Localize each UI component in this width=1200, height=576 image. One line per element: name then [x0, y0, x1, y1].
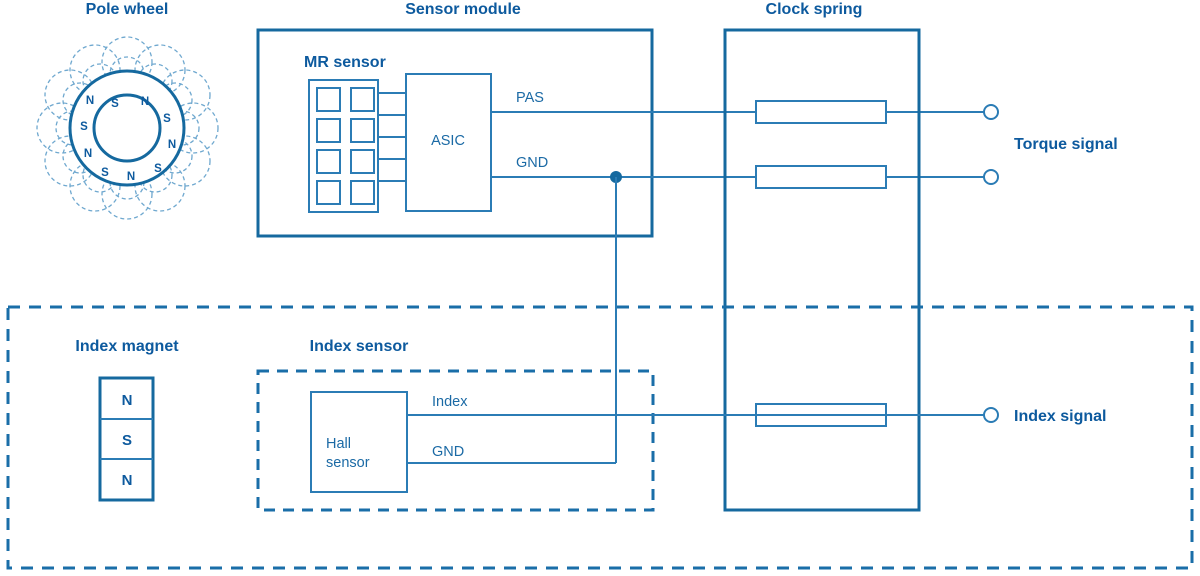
terminal-torque-pas[interactable] [983, 104, 999, 120]
terminal-torque-gnd[interactable] [983, 169, 999, 185]
mr-element-1-1 [316, 87, 341, 112]
index-magnet-segment-label: N [122, 392, 133, 409]
index-magnet-body [98, 376, 155, 502]
pole-wheel-graphic: S N S N S N S N S N [36, 36, 219, 220]
index-magnet-segment-label: N [122, 472, 133, 489]
heading-index-sensor: Index sensor [310, 338, 409, 355]
mr-element-3-1 [316, 149, 341, 174]
mr-element-2-2 [350, 118, 375, 143]
heading-sensor-module: Sensor module [405, 1, 521, 18]
pole-letter: S [163, 113, 171, 125]
sensor-module-box [256, 28, 654, 238]
label-index-signal: Index signal [1014, 408, 1106, 425]
mr-element-3-2 [350, 149, 375, 174]
mr-element-1-2 [350, 87, 375, 112]
label-gnd-top: GND [516, 155, 548, 171]
clock-spring-box [723, 28, 921, 512]
label-asic: ASIC [431, 133, 465, 149]
label-torque-signal: Torque signal [1014, 136, 1118, 153]
pole-letter: N [127, 171, 135, 183]
clock-spring-coil-pas [755, 100, 887, 124]
label-gnd-bottom: GND [432, 444, 464, 460]
pole-letter: S [154, 163, 162, 175]
mr-element-2-1 [316, 118, 341, 143]
terminal-index[interactable] [983, 407, 999, 423]
pole-wheel-inner-ring [92, 93, 162, 163]
asic-box [405, 73, 492, 212]
label-index: Index [432, 394, 468, 410]
label-pas: PAS [516, 90, 544, 106]
label-hall-sensor-line2: sensor [326, 455, 370, 471]
pole-letter: S [111, 98, 119, 110]
pole-letter: N [86, 95, 94, 107]
hall-sensor-box [310, 391, 408, 493]
index-sensor-box [256, 369, 655, 512]
heading-clock-spring: Clock spring [766, 1, 863, 18]
pole-letter: S [101, 167, 109, 179]
pole-letter: N [84, 148, 92, 160]
clock-spring-coil-gnd [755, 165, 887, 189]
index-magnet-graphic: N S N [98, 376, 155, 502]
heading-pole-wheel: Pole wheel [86, 1, 169, 18]
pole-letter: N [168, 139, 176, 151]
label-hall-sensor-line1: Hall [326, 436, 351, 452]
optional-index-region-boundary [6, 305, 1194, 570]
label-mr-sensor: MR sensor [304, 54, 386, 71]
pole-letter: N [141, 96, 149, 108]
index-magnet-segment-label: S [122, 432, 132, 449]
heading-index-magnet: Index magnet [75, 338, 179, 355]
pole-letter: S [80, 121, 88, 133]
mr-element-4-2 [350, 180, 375, 205]
mr-asic-connector-wires [377, 92, 406, 182]
mr-element-4-1 [316, 180, 341, 205]
